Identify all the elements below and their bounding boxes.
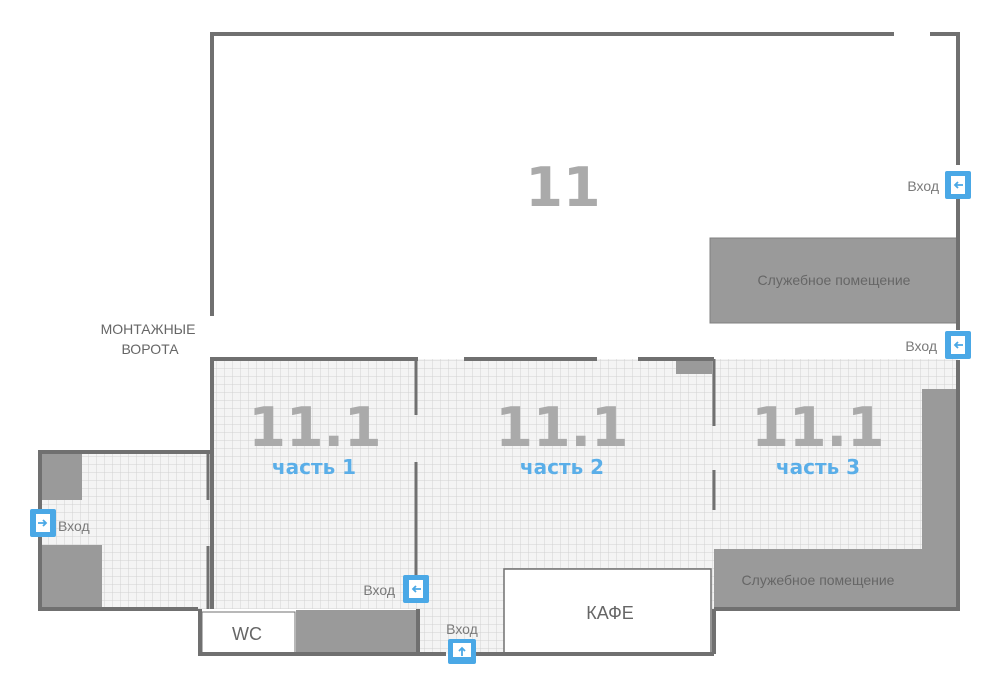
door-enter-icon (30, 509, 56, 537)
cafe-label: КАФЕ (586, 603, 634, 623)
door-enter-icon (945, 331, 971, 359)
service-room-lower-label: Служебное помещение (742, 572, 895, 588)
part-3-label: часть 3 (776, 455, 860, 479)
gate-label-line-1: МОНТАЖНЫЕ (101, 321, 196, 337)
part-2-label: часть 2 (520, 455, 604, 479)
entrance-right-middle[interactable]: Вход (905, 331, 971, 359)
entrance-label: Вход (446, 621, 478, 637)
part-1-label: часть 1 (272, 455, 356, 479)
service-room-upper-label: Служебное помещение (758, 272, 911, 288)
part-2-number: 11.1 (495, 396, 628, 459)
entrance-label: Вход (905, 338, 937, 354)
entrance-right-upper[interactable]: Вход (907, 171, 971, 199)
tiled-floor (40, 359, 958, 654)
entrance-label: Вход (363, 582, 395, 598)
partition-walls (206, 359, 716, 609)
hall-11-1-part-2[interactable]: 11.1 часть 2 (495, 396, 628, 479)
door-enter-icon (448, 639, 476, 664)
cafe-room[interactable] (503, 568, 712, 655)
storage-bottom (296, 610, 418, 654)
hall-11-1-part-3[interactable]: 11.1 часть 3 (751, 396, 884, 479)
entrance-label: Вход (907, 178, 939, 194)
entrance-bottom[interactable]: Вход (446, 621, 478, 664)
door-enter-icon (945, 171, 971, 199)
storage-left-lower (40, 545, 102, 609)
service-block-top (676, 359, 712, 374)
wc-room[interactable] (201, 611, 296, 655)
hall-11-1-part-1[interactable]: 11.1 часть 1 (248, 396, 381, 479)
door-enter-icon (403, 575, 429, 603)
part-3-number: 11.1 (751, 396, 884, 459)
walls (38, 32, 960, 656)
entrance-center[interactable]: Вход (363, 575, 429, 603)
hall-11-number: 11 (525, 156, 600, 219)
wc-label: WC (232, 624, 262, 644)
entrance-label: Вход (58, 518, 90, 534)
entrance-left[interactable]: Вход (30, 509, 90, 537)
service-column-right (922, 389, 958, 609)
gate-label-line-2: ВОРОТА (121, 341, 179, 357)
storage-left-upper (40, 452, 82, 500)
service-room-lower[interactable] (714, 549, 922, 609)
part-1-number: 11.1 (248, 396, 381, 459)
